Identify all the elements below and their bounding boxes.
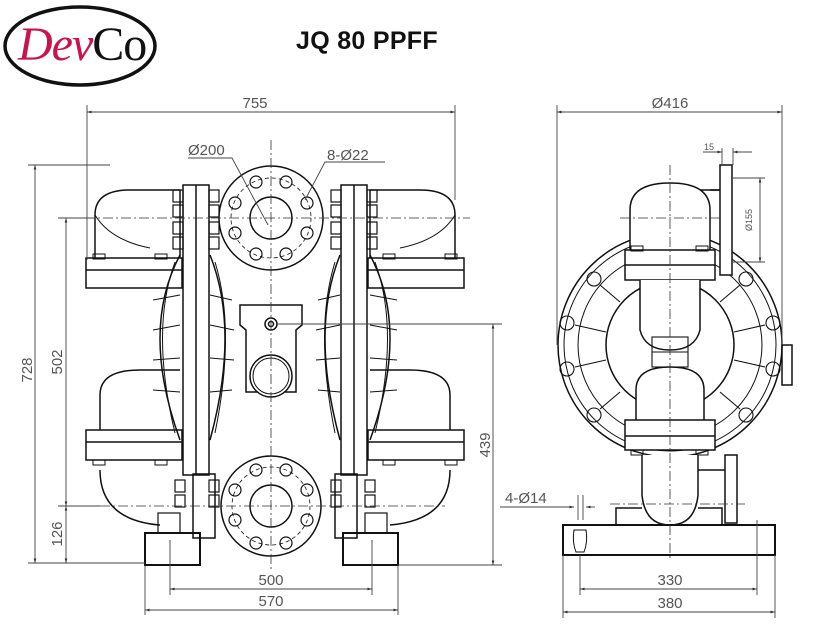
dim-mounting-outer: 570 <box>258 593 283 610</box>
logo-ellipse <box>3 5 157 87</box>
dim-mount-holes: 4-Ø14 <box>505 490 547 507</box>
dim-bolt-holes: 8-Ø22 <box>327 147 369 164</box>
dim-body-diameter: Ø416 <box>652 95 689 112</box>
dim-side-mounting-outer: 380 <box>657 595 682 612</box>
dim-overall-height: 728 <box>19 357 36 382</box>
dim-mounting-inner: 500 <box>258 572 283 589</box>
devco-logo: DevCo <box>2 4 158 88</box>
logo-co: Co <box>92 18 147 71</box>
dim-flange-bolt-circle: Ø155 <box>744 209 754 231</box>
logo-text: DevCo <box>18 16 147 74</box>
front-dimension-lines <box>28 105 502 615</box>
dim-inlet-outlet-height: 502 <box>49 349 66 374</box>
dim-side-mounting-inner: 330 <box>657 572 682 589</box>
dim-flange-thickness: 15 <box>704 142 714 152</box>
dim-base-height: 126 <box>49 521 66 546</box>
page-title: JQ 80 PPFF <box>296 27 438 55</box>
front-view <box>85 165 465 566</box>
logo-dev: Dev <box>18 18 93 71</box>
dim-air-inlet-height: 439 <box>477 432 494 457</box>
dim-flange-diameter: Ø200 <box>188 142 225 159</box>
side-dimension-lines <box>500 105 783 618</box>
dim-overall-width: 755 <box>242 95 267 112</box>
side-view <box>557 164 793 556</box>
